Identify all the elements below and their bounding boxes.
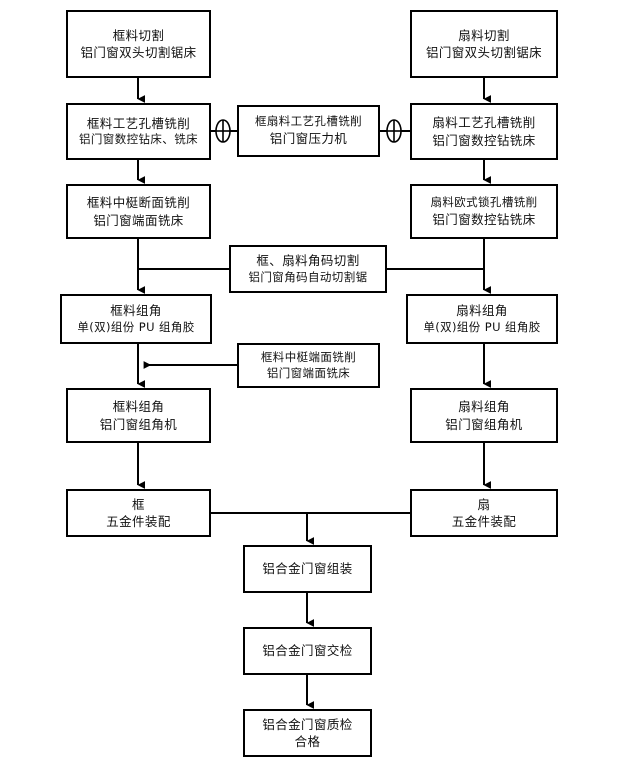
node-sash-lock-mill[interactable]: 扇料欧式锁孔槽铣削 铝门窗数控钻铣床 [410, 184, 558, 239]
node-frame-corner-glue-line-2: 单(双)组份 PU 组角胶 [77, 319, 195, 334]
node-sash-corner-machine-line-2: 铝门窗组角机 [445, 416, 523, 432]
node-frame-corner-machine[interactable]: 框料组角 铝门窗组角机 [66, 388, 211, 443]
node-sash-cut-line-2: 铝门窗双头切割锯床 [425, 45, 543, 60]
node-sash-lock-mill-line-1: 扇料欧式锁孔槽铣削 [430, 194, 538, 209]
node-sash-lock-mill-line-2: 铝门窗数控钻铣床 [432, 211, 536, 227]
node-press-machine-line-2: 铝门窗压力机 [269, 131, 348, 147]
node-sash-corner-machine-line-1: 扇料组角 [458, 399, 510, 415]
node-sash-corner-glue-line-1: 扇料组角 [456, 303, 508, 319]
node-window-qc-pass-line-2: 合格 [294, 734, 321, 749]
node-sash-hardware[interactable]: 扇 五金件装配 [410, 489, 558, 537]
node-frame-hardware-line-1: 框 [132, 496, 145, 512]
node-frame-mullion-end-mill[interactable]: 框料中梃端面铣削 铝门窗端面铣床 [237, 343, 380, 388]
node-sash-cut[interactable]: 扇料切割 铝门窗双头切割锯床 [410, 10, 558, 78]
node-window-assembly-line-1: 铝合金门窗组装 [262, 561, 353, 577]
node-frame-hardware-line-2: 五金件装配 [106, 514, 171, 529]
node-corner-code-cut[interactable]: 框、扇料角码切割 铝门窗角码自动切割锯 [229, 245, 387, 293]
node-corner-code-cut-line-2: 铝门窗角码自动切割锯 [248, 269, 368, 284]
node-frame-cut[interactable]: 框料切割 铝门窗双头切割锯床 [66, 10, 211, 78]
node-frame-hole-mill[interactable]: 框料工艺孔槽铣削 铝门窗数控钻床、铣床 [66, 103, 211, 160]
node-sash-corner-glue[interactable]: 扇料组角 单(双)组份 PU 组角胶 [406, 294, 558, 344]
node-window-assembly[interactable]: 铝合金门窗组装 [243, 545, 372, 593]
node-corner-code-cut-line-1: 框、扇料角码切割 [256, 253, 360, 269]
node-window-qc-pass-line-1: 铝合金门窗质检 [262, 716, 353, 732]
node-sash-hardware-line-1: 扇 [477, 496, 491, 512]
node-window-inspection[interactable]: 铝合金门窗交检 [243, 627, 372, 675]
junction-right-icon [386, 119, 402, 143]
junction-left-icon [215, 119, 231, 143]
node-window-inspection-line-1: 铝合金门窗交检 [262, 643, 353, 659]
node-frame-mullion-mill-line-2: 铝门窗端面铣床 [93, 212, 184, 228]
node-frame-hole-mill-line-1: 框料工艺孔槽铣削 [86, 115, 191, 131]
node-frame-corner-machine-line-1: 框料组角 [112, 399, 165, 415]
node-frame-corner-glue[interactable]: 框料组角 单(双)组份 PU 组角胶 [60, 294, 212, 344]
node-frame-mullion-mill-line-1: 框料中梃断面铣削 [86, 195, 191, 211]
node-frame-cut-line-1: 框料切割 [112, 27, 165, 43]
node-window-qc-pass[interactable]: 铝合金门窗质检 合格 [243, 709, 372, 757]
node-sash-hole-mill-line-1: 扇料工艺孔槽铣削 [432, 115, 536, 131]
node-sash-hardware-line-2: 五金件装配 [451, 514, 517, 529]
node-frame-hardware[interactable]: 框 五金件装配 [66, 489, 211, 537]
node-press-machine-line-1: 框扇料工艺孔槽铣削 [254, 114, 363, 129]
node-press-machine[interactable]: 框扇料工艺孔槽铣削 铝门窗压力机 [237, 105, 380, 157]
node-frame-mullion-end-mill-line-1: 框料中梃端面铣削 [260, 349, 357, 364]
node-sash-cut-line-1: 扇料切割 [458, 27, 510, 43]
node-frame-mullion-mill[interactable]: 框料中梃断面铣削 铝门窗端面铣床 [66, 184, 211, 239]
node-frame-corner-machine-line-2: 铝门窗组角机 [99, 416, 178, 432]
node-frame-mullion-end-mill-line-2: 铝门窗端面铣床 [266, 365, 351, 380]
node-frame-cut-line-2: 铝门窗双头切割锯床 [80, 45, 197, 60]
node-sash-corner-glue-line-2: 单(双)组份 PU 组角胶 [423, 319, 541, 334]
node-sash-hole-mill-line-2: 铝门窗数控钻铣床 [432, 132, 536, 148]
node-frame-corner-glue-line-1: 框料组角 [110, 303, 162, 319]
node-sash-hole-mill[interactable]: 扇料工艺孔槽铣削 铝门窗数控钻铣床 [410, 103, 558, 160]
node-frame-hole-mill-line-2: 铝门窗数控钻床、铣床 [79, 132, 198, 147]
node-sash-corner-machine[interactable]: 扇料组角 铝门窗组角机 [410, 388, 558, 443]
